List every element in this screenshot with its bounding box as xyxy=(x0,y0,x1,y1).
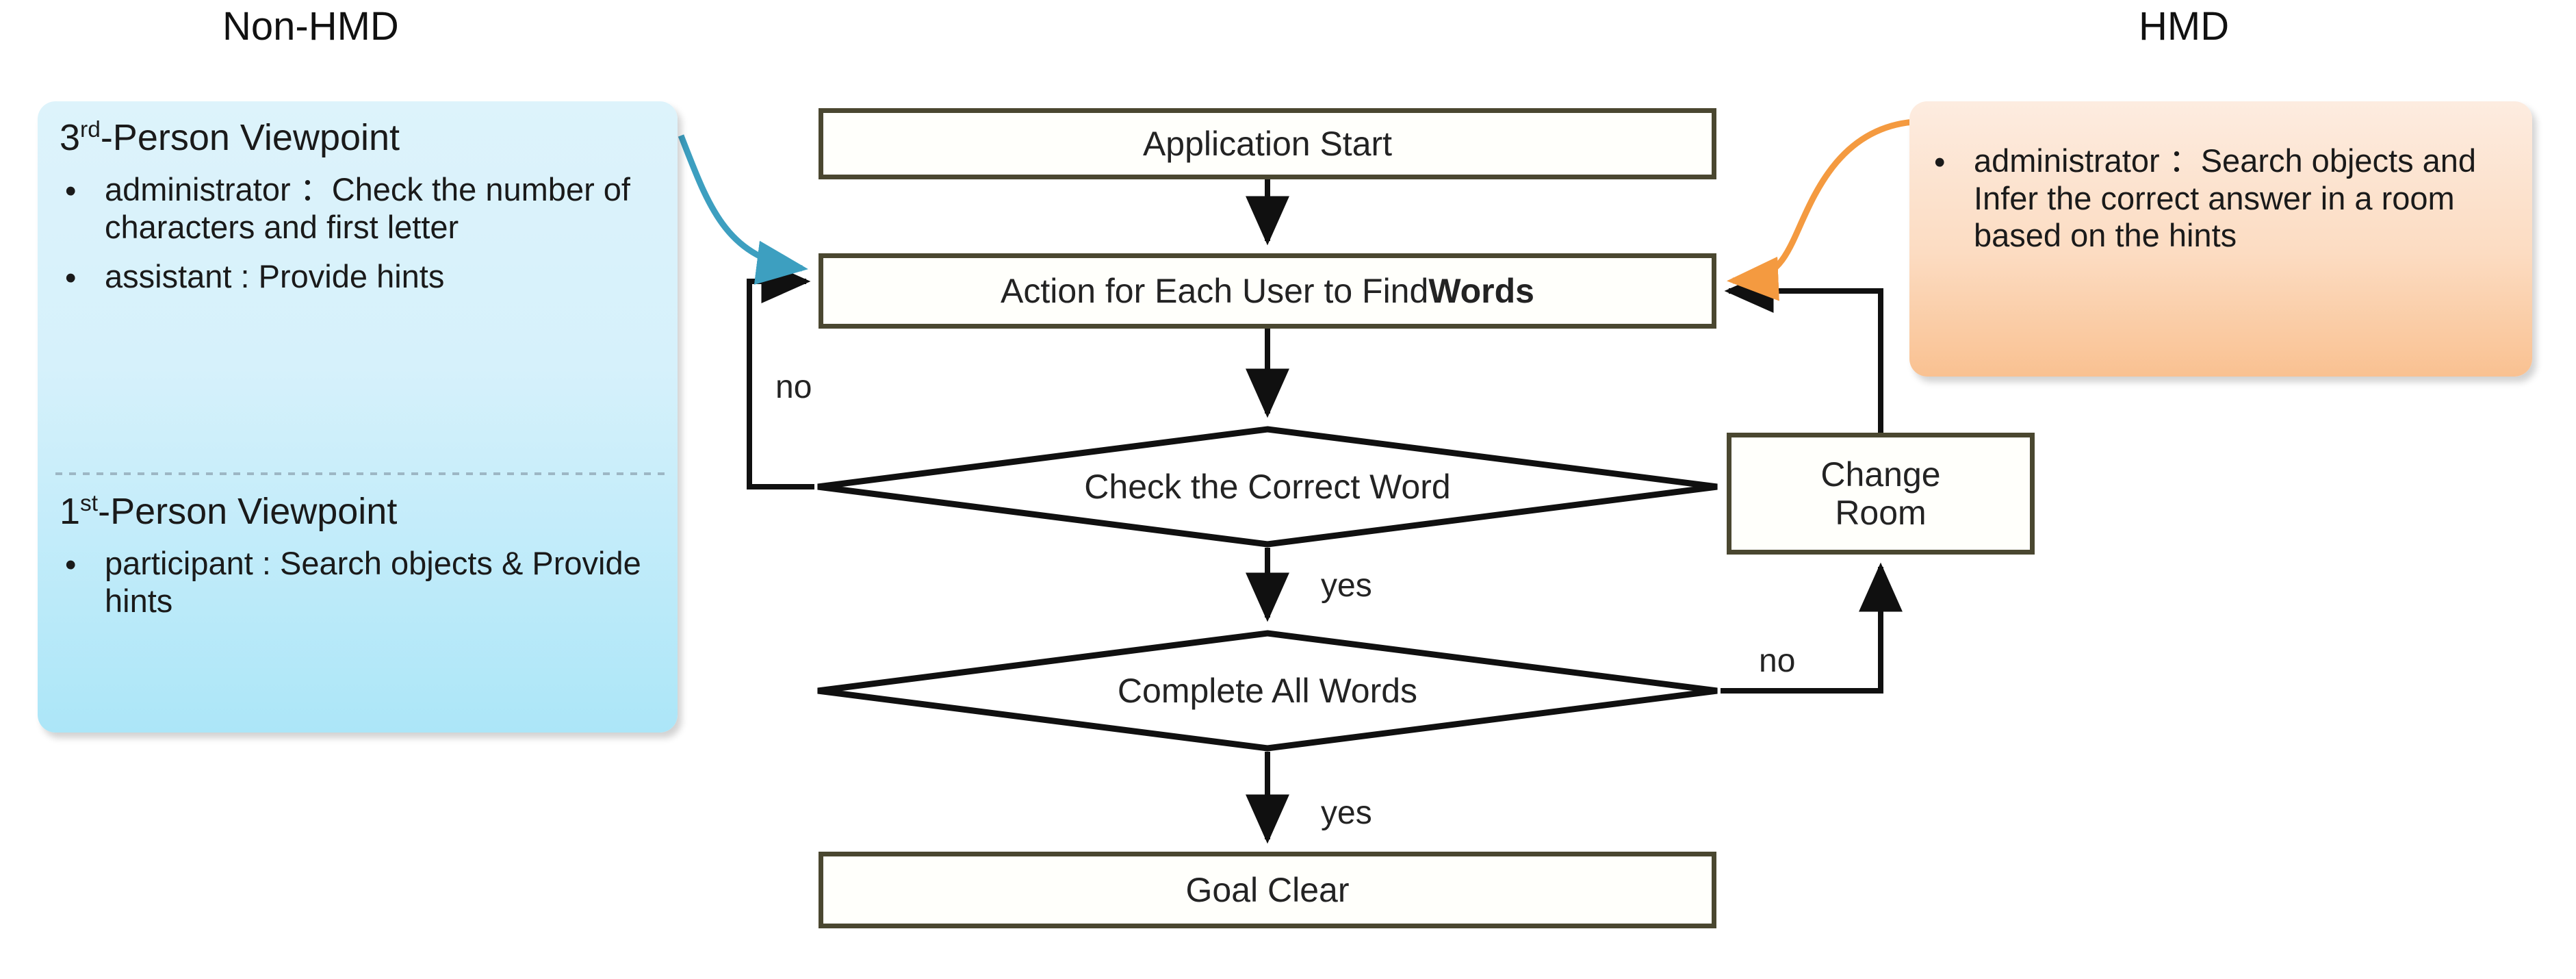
bullet-icon: • xyxy=(65,173,77,209)
first-person-heading-text: -Person Viewpoint xyxy=(98,491,398,532)
flow-node-application-start[interactable]: Application Start xyxy=(819,108,1716,179)
list-item-label: administrator ：Check the number of chara… xyxy=(105,171,630,245)
first-person-heading-number: 1 xyxy=(60,491,81,532)
list-item: • assistant : Provide hints xyxy=(60,258,662,296)
edge-label-complete-no: no xyxy=(1759,643,1796,679)
flow-node-label-line2: Room xyxy=(1835,494,1927,532)
list-item-label: administrator ：Search objects and Infer … xyxy=(1974,142,2477,254)
flow-node-label: Check the Correct Word xyxy=(1084,468,1451,506)
bullet-icon: • xyxy=(65,546,77,583)
flow-node-label: Application Start xyxy=(1142,124,1393,163)
edge-label-complete-yes: yes xyxy=(1321,795,1372,831)
diamond-shape xyxy=(814,426,1721,548)
flow-node-label: Goal Clear xyxy=(1185,870,1350,909)
nonhmd-section-first-person: 1st-Person Viewpoint • participant : Sear… xyxy=(60,490,662,620)
first-person-role-list: • participant : Search objects & Provide … xyxy=(60,545,662,620)
first-person-heading-ordinal: st xyxy=(80,491,99,516)
flow-node-action-find-words[interactable]: Action for Each User to Find Words xyxy=(819,253,1716,329)
list-item-label: participant : Search objects & Provide h… xyxy=(105,545,641,619)
hmd-section: • administrator ：Search objects and Infer… xyxy=(1929,130,2519,255)
first-person-heading: 1st-Person Viewpoint xyxy=(60,490,662,533)
nonhmd-section-third-person: 3rd-Person Viewpoint • administrator ：Che… xyxy=(60,116,662,296)
diamond-shape xyxy=(814,630,1721,752)
list-item: • participant : Search objects & Provide … xyxy=(60,545,662,620)
flow-node-complete-all-words[interactable]: Complete All Words xyxy=(814,630,1721,752)
nonhmd-section-divider xyxy=(55,472,665,475)
list-item: • administrator ：Search objects and Infer… xyxy=(1929,142,2519,255)
flow-node-label-line1: Change xyxy=(1820,455,1941,494)
flow-node-label-emphasis: Words xyxy=(1428,271,1534,310)
nonhmd-title: Non-HMD xyxy=(222,4,399,49)
third-person-heading-ordinal: rd xyxy=(80,117,101,142)
flow-node-label: Complete All Words xyxy=(1117,672,1418,710)
edge-label-check-yes: yes xyxy=(1321,568,1372,604)
hmd-title: HMD xyxy=(2139,4,2230,49)
bullet-icon: • xyxy=(65,259,77,296)
list-item: • administrator ：Check the number of char… xyxy=(60,171,662,246)
list-item-label: assistant : Provide hints xyxy=(105,258,445,295)
edge-hmd-callout-arrow xyxy=(1727,118,1914,301)
third-person-heading-number: 3 xyxy=(60,117,81,158)
hmd-callout-panel: • administrator ：Search objects and Infer… xyxy=(1909,101,2532,377)
edge-nonhmd-callout-arrow xyxy=(678,134,808,285)
edge-label-check-no: no xyxy=(775,369,812,405)
third-person-heading: 3rd-Person Viewpoint xyxy=(60,116,662,159)
third-person-heading-text: -Person Viewpoint xyxy=(100,117,400,158)
nonhmd-callout-panel: 3rd-Person Viewpoint •administrator ：Che… xyxy=(38,101,678,733)
hmd-role-list: • administrator ：Search objects and Infer… xyxy=(1929,142,2519,255)
edge-changeroom-to-action xyxy=(1724,269,1883,433)
third-person-role-list: • administrator ：Check the number of char… xyxy=(60,171,662,296)
edge-complete-no xyxy=(1721,562,1903,694)
flow-node-goal-clear[interactable]: Goal Clear xyxy=(819,852,1716,928)
flow-node-label: Action for Each User to Find xyxy=(1001,271,1429,310)
flow-node-check-correct-word[interactable]: Check the Correct Word xyxy=(814,426,1721,548)
bullet-icon: • xyxy=(1934,144,1946,181)
